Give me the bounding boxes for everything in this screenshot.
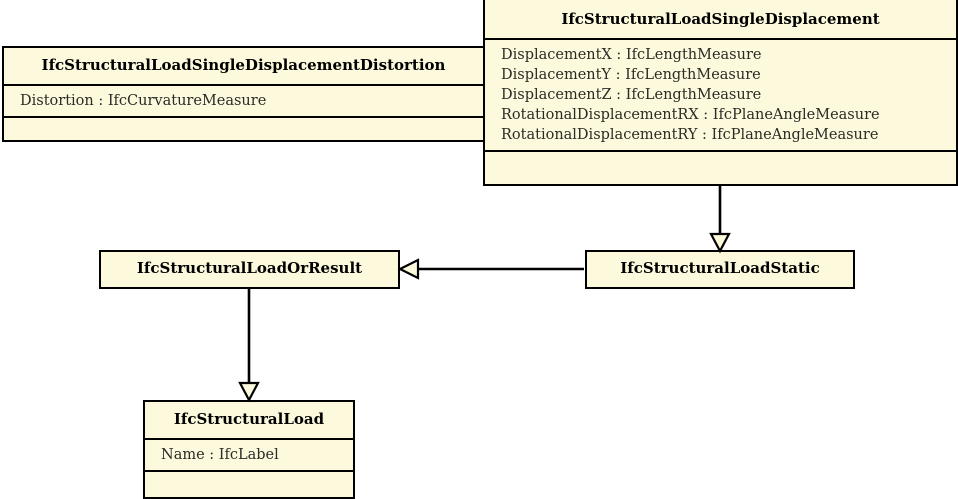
attribute-row: DisplacementZ : IfcLengthMeasure: [501, 87, 762, 103]
generalization-singledisplacement-to-loadstatic: [709, 186, 731, 254]
class-box-ifcstructuralloadorresult[interactable]: IfcStructuralLoadOrResult: [99, 250, 400, 289]
generalization-loadorresult-to-structuralload: [238, 289, 260, 403]
empty-operations-placeholder: [485, 154, 956, 172]
class-operations-ifcstructuralloadsingledisplacementdistortion: [4, 116, 483, 140]
attribute-row: Name : IfcLabel: [161, 447, 279, 463]
class-box-ifcstructuralloadstatic[interactable]: IfcStructuralLoadStatic: [585, 250, 855, 289]
class-name-ifcstructuralloadorresult: IfcStructuralLoadOrResult: [136, 259, 363, 277]
class-box-ifcstructuralloadsingledisplacement[interactable]: IfcStructuralLoadSingleDisplacement Disp…: [483, 0, 958, 186]
class-name-ifcstructuralloadsingledisplacementdistortion: IfcStructuralLoadSingleDisplacementDisto…: [41, 56, 446, 74]
class-name-ifcstructuralloadsingledisplacement: IfcStructuralLoadSingleDisplacement: [561, 10, 880, 28]
class-operations-ifcstructuralloadsingledisplacement: [485, 150, 956, 174]
class-attributes-ifcstructuralload: Name : IfcLabel: [145, 438, 353, 470]
class-name-ifcstructuralload: IfcStructuralLoad: [173, 410, 325, 428]
class-operations-ifcstructuralload: [145, 470, 353, 494]
attribute-row: DisplacementY : IfcLengthMeasure: [501, 67, 761, 83]
empty-operations-placeholder: [4, 120, 483, 138]
attribute-row: RotationalDisplacementRX : IfcPlaneAngle…: [501, 107, 880, 123]
class-box-ifcstructuralload[interactable]: IfcStructuralLoad Name : IfcLabel: [143, 400, 355, 499]
class-attributes-ifcstructuralloadsingledisplacement: DisplacementX : IfcLengthMeasure Displac…: [485, 38, 956, 150]
empty-operations-placeholder: [145, 474, 353, 492]
attribute-row: RotationalDisplacementRY : IfcPlaneAngle…: [501, 127, 879, 143]
class-box-ifcstructuralloadsingledisplacementdistortion[interactable]: IfcStructuralLoadSingleDisplacementDisto…: [2, 46, 485, 142]
attribute-row: Distortion : IfcCurvatureMeasure: [20, 93, 267, 109]
class-attributes-ifcstructuralloadsingledisplacementdistortion: Distortion : IfcCurvatureMeasure: [4, 84, 483, 116]
attribute-row: DisplacementX : IfcLengthMeasure: [501, 47, 762, 63]
class-name-ifcstructuralloadstatic: IfcStructuralLoadStatic: [620, 259, 820, 277]
generalization-loadstatic-to-loadorresult: [397, 258, 584, 280]
